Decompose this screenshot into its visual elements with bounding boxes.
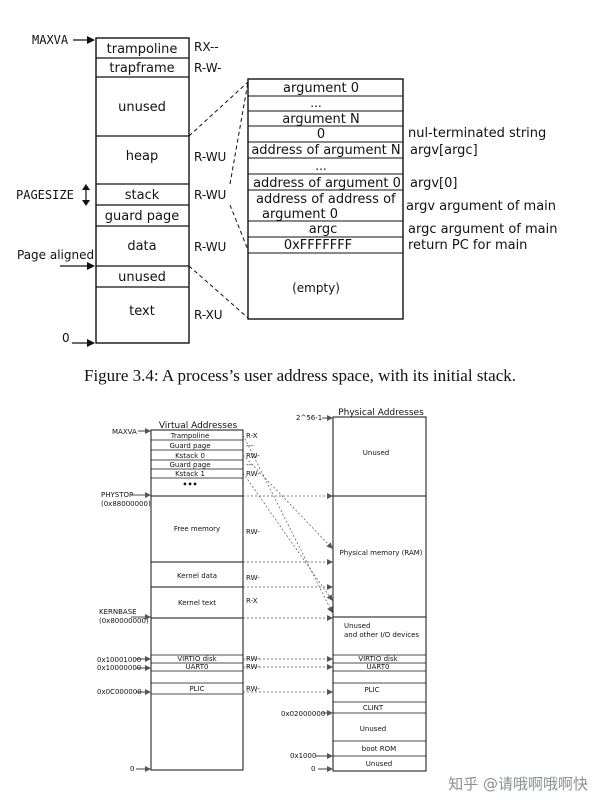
region-text: text: [129, 304, 155, 319]
stack-address-of-address-line2: argument 0: [262, 207, 338, 222]
physical-address-column: [332, 416, 427, 772]
v-plic: PLIC: [189, 685, 204, 693]
virtual-addresses-title: Virtual Addresses: [159, 421, 238, 431]
v-free-memory: Free memory: [174, 525, 220, 533]
p-other-io: and other I/O devices: [344, 631, 419, 639]
p-plic: PLIC: [364, 686, 379, 694]
note-argv-argc: argv[argc]: [410, 143, 478, 158]
v-perm-kstack-1: RW-: [246, 470, 260, 478]
va-virtio: 0x10001000: [97, 656, 141, 664]
perm-text: R-XU: [194, 308, 223, 322]
p-boot-rom: boot ROM: [362, 745, 396, 753]
zero-label: 0: [62, 331, 70, 345]
stack-argc: argc: [309, 222, 337, 237]
v-kernel-text: Kernel text: [178, 599, 216, 607]
p-unused-io: Unused: [344, 622, 370, 630]
v-perm-kernel-data: RW-: [246, 574, 260, 582]
va-phystop-value: (0x88000000): [101, 500, 151, 508]
v-perm-kstack-0: RW-: [246, 452, 260, 460]
virtual-address-column: [150, 429, 244, 771]
region-trampoline: trampoline: [107, 42, 178, 57]
stack-return-pc: 0xFFFFFFF: [284, 238, 352, 253]
v-kstack-1: Kstack 1: [175, 470, 205, 478]
page-aligned-label: Page aligned: [17, 248, 94, 262]
v-guard-page-1: Guard page: [169, 461, 210, 469]
initial-stack-column: [247, 78, 404, 320]
address-space-column: [95, 37, 190, 344]
va-kernbase-value: (0x80000000): [99, 617, 149, 625]
perm-trapframe: R-W-: [194, 61, 221, 75]
physical-addresses-title: Physical Addresses: [338, 408, 424, 418]
va-maxva: MAXVA: [112, 428, 137, 436]
user-address-space-figure: trampoline trapframe unused heap stack g…: [16, 33, 557, 347]
p-unused-bottom: Unused: [366, 760, 392, 768]
pagesize-label: PAGESIZE: [16, 188, 74, 202]
figure-caption: Figure 3.4: A process’s user address spa…: [83, 366, 516, 385]
stack-nul: 0: [317, 127, 325, 142]
v-perm-uart0: RW-: [246, 663, 260, 671]
pa-zero: 0: [311, 765, 315, 773]
stack-address-of-address-line1: address of address of: [256, 192, 396, 207]
note-argc-main: argc argument of main: [408, 222, 557, 237]
p-uart0: UART0: [367, 663, 390, 671]
p-unused-low: Unused: [360, 725, 386, 733]
pa-bootrom: 0x1000: [290, 752, 316, 760]
p-physical-memory: Physical memory (RAM): [339, 549, 422, 557]
region-unused-bottom: unused: [118, 270, 166, 285]
perm-data: R-WU: [194, 240, 226, 254]
p-clint: CLINT: [363, 704, 384, 712]
pa-top: 2^56-1: [296, 414, 322, 422]
pa-clint: 0x02000000: [281, 710, 325, 718]
region-stack: stack: [125, 188, 160, 203]
region-guard-page: guard page: [105, 209, 179, 224]
zoom-line-bottom: [188, 265, 249, 319]
maxva-label: MAXVA: [32, 33, 69, 47]
va-phystop: PHYSTOP: [101, 491, 133, 499]
stack-ellipsis-1: ...: [310, 96, 321, 110]
pagesize-double-arrow-icon: [82, 184, 90, 206]
stack-argument-n: argument N: [282, 112, 359, 127]
v-kstack-0: Kstack 0: [175, 452, 205, 460]
note-nul-string: nul-terminated string: [408, 126, 546, 141]
v-perm-virtio: RW-: [246, 655, 260, 663]
zoom-line-top: [188, 81, 249, 137]
v-guard-page-0: Guard page: [169, 442, 210, 450]
v-perm-guard-1: ---: [246, 461, 254, 469]
va-plic: 0x0C000000: [97, 688, 142, 696]
stack-empty: (empty): [292, 281, 340, 295]
v-perm-kernel-text: R-X: [246, 597, 258, 605]
region-unused-top: unused: [118, 100, 166, 115]
stack-address-of-argument-0: address of argument 0: [253, 176, 401, 191]
v-perm-free-memory: RW-: [246, 528, 260, 536]
va-kernbase: KERNBASE: [99, 608, 137, 616]
watermark: 知乎 @请哦啊哦啊快: [448, 775, 588, 793]
stack-address-of-argument-n: address of argument N: [251, 143, 400, 158]
region-heap: heap: [126, 149, 158, 164]
perm-trampoline: RX--: [194, 40, 219, 54]
stack-argument-0: argument 0: [283, 81, 359, 96]
kernel-address-space-figure: Virtual Addresses Physical Addresses Tra…: [97, 408, 427, 773]
va-zero: 0: [130, 765, 134, 773]
v-perm-trampoline: R-X: [246, 432, 258, 440]
v-kernel-data: Kernel data: [177, 572, 217, 580]
v-perm-guard-0: ---: [246, 442, 254, 450]
note-argv-main: argv argument of main: [406, 199, 556, 214]
v-perm-plic: RW-: [246, 685, 260, 693]
v-uart0: UART0: [186, 663, 209, 671]
region-data: data: [127, 239, 156, 254]
v-ellipsis: •••: [182, 480, 197, 489]
stack-ellipsis-2: ...: [315, 159, 326, 173]
note-argv-0: argv[0]: [410, 176, 457, 191]
region-trapframe: trapframe: [109, 61, 174, 76]
perm-stack: R-WU: [194, 188, 226, 202]
note-return-pc: return PC for main: [408, 238, 527, 253]
p-virtio-disk: VIRTIO disk: [358, 655, 398, 663]
mapping-arrows: [242, 434, 333, 695]
p-unused-top: Unused: [363, 449, 389, 457]
va-uart: 0x10000000: [97, 664, 141, 672]
perm-heap: R-WU: [194, 150, 226, 164]
v-trampoline: Trampoline: [170, 432, 210, 440]
v-virtio-disk: VIRTIO disk: [177, 655, 217, 663]
